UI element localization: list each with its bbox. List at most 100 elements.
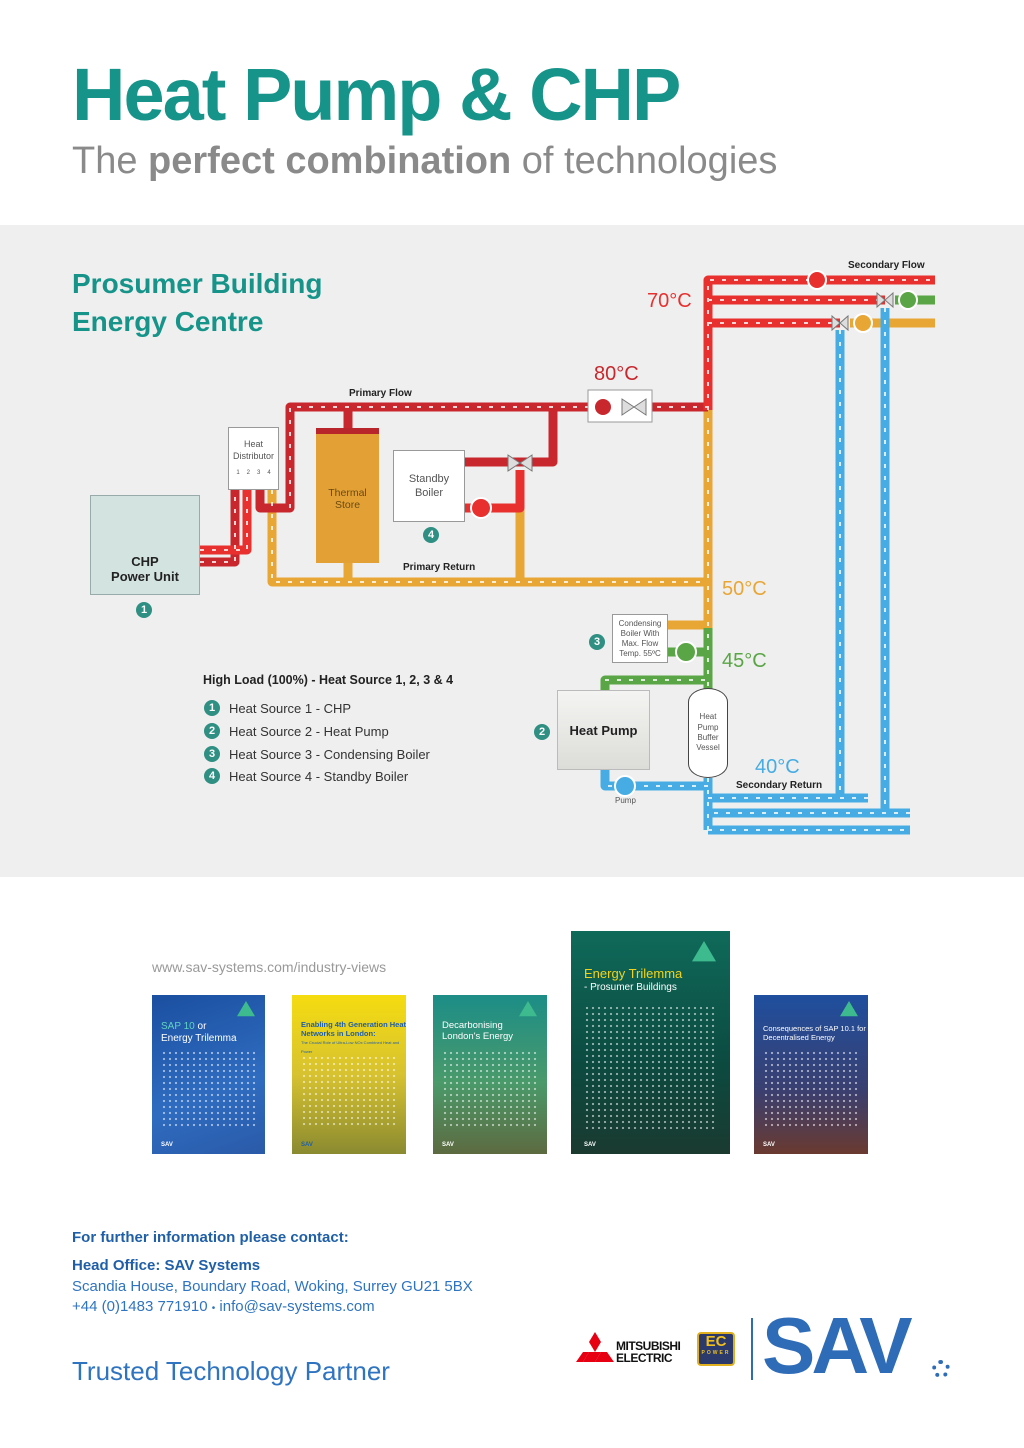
sav-logo: SAV (762, 1301, 913, 1390)
pump-icon (593, 397, 613, 417)
secondary-return-label: Secondary Return (736, 780, 823, 791)
subtitle-post: of technologies (511, 140, 778, 182)
badge-1: 1 (136, 602, 152, 618)
cover-title: or (194, 1021, 207, 1032)
primary-flow-label: Primary Flow (349, 388, 412, 399)
ec-text: EC (705, 1333, 727, 1350)
legend-label: Heat Source 3 - Condensing Boiler (229, 746, 430, 762)
thermal-label-2: Store (334, 498, 361, 511)
legend-label: Heat Source 2 - Heat Pump (229, 723, 389, 739)
publication-cover-energy-trilemma[interactable]: Energy Trilemma- Prosumer Buildings SAV (571, 931, 730, 1154)
legend-badge: 1 (204, 700, 220, 716)
chp-unit: CHP Power Unit (90, 495, 200, 595)
legend-label: Heat Source 4 - Standby Boiler (229, 768, 409, 784)
phone[interactable]: +44 (0)1483 771910 (72, 1298, 208, 1315)
secondary-flow-pipes (200, 275, 935, 555)
port: 3 (257, 470, 261, 477)
email-link[interactable]: info@sav-systems.com (219, 1298, 375, 1315)
legend-badge: 2 (204, 723, 220, 739)
buffer-label: Vessel (696, 743, 720, 753)
publication-cover-heat-networks[interactable]: Enabling 4th Generation Heat Networks in… (292, 995, 406, 1154)
cover-brand: SAV (442, 1142, 454, 1148)
publication-cover-sap101[interactable]: Consequences of SAP 10.1 for Decentralis… (754, 995, 868, 1154)
legend-title: High Load (100%) - Heat Source 1, 2, 3 &… (203, 673, 454, 687)
separator: • (211, 1303, 216, 1314)
condensing-label: Condensing (618, 618, 662, 628)
heat-pump-label: Heat Pump (569, 722, 638, 738)
pump-icon (675, 641, 697, 663)
cover-brand: SAV (301, 1142, 313, 1148)
mitsubishi-logo-icon (576, 1332, 614, 1362)
cover-dots (301, 1055, 397, 1129)
pipe-diagram (200, 270, 935, 835)
subtitle-pre: The (72, 140, 149, 182)
thermal-store: Thermal Store (316, 428, 379, 563)
cover-dots (161, 1050, 256, 1129)
standby-boiler: Standby Boiler (393, 450, 465, 522)
distributor-label-2: Distributor (232, 450, 274, 461)
cover-dots (442, 1050, 538, 1129)
cover-title: Enabling 4th Generation Heat Networks in… (301, 1020, 406, 1038)
pump-icon (614, 775, 636, 797)
publication-logo-icon (692, 941, 716, 962)
condensing-label: Boiler With (620, 628, 660, 638)
mitsubishi-text: ELECTRIC (616, 1351, 673, 1365)
temp-80: 80°C (594, 363, 639, 385)
sav-swirl-icon (932, 1360, 950, 1378)
contact-line: +44 (0)1483 771910 • info@sav-systems.co… (72, 1298, 375, 1315)
pump-icon (853, 313, 873, 333)
buffer-vessel: Heat Pump Buffer Vessel (688, 688, 728, 778)
cover-dots (763, 1050, 859, 1129)
cover-subtitle: - Prosumer Buildings (584, 981, 677, 993)
temp-45: 45°C (722, 650, 767, 672)
diagram-heading-2: Energy Centre (72, 306, 264, 337)
legend-badge: 3 (204, 746, 220, 762)
condensing-boiler: Condensing Boiler With Max. Flow Temp. 5… (612, 614, 668, 663)
temp-70: 70°C (647, 290, 692, 312)
temp-40: 40°C (755, 756, 800, 778)
thermal-label-1: Thermal (328, 486, 367, 499)
pump-label: Pump (615, 796, 636, 805)
cover-title: Energy Trilemma (584, 966, 683, 981)
pump-icon (807, 270, 827, 290)
legend-label: Heat Source 1 - CHP (229, 700, 352, 716)
subtitle-bold: perfect combination (148, 140, 512, 182)
legend-badge: 4 (204, 768, 220, 784)
legend-item: 1 Heat Source 1 - CHP (204, 700, 351, 716)
pump-icon (898, 290, 918, 310)
page-subtitle: The perfect combination of technologies (72, 140, 777, 183)
badge-2: 2 (534, 724, 550, 740)
badge-4: 4 (423, 527, 439, 543)
port: 2 (246, 470, 250, 477)
port: 1 (236, 470, 240, 477)
standby-label-1: Standby (408, 472, 450, 485)
address: Scandia House, Boundary Road, Woking, Su… (72, 1278, 473, 1295)
cover-dots (584, 1005, 717, 1129)
ec-sub-text: POWER (701, 1349, 731, 1356)
buffer-label: Pump (697, 722, 719, 732)
secondary-flow-label: Secondary Flow (848, 260, 925, 271)
head-office: Head Office: SAV Systems (72, 1257, 261, 1274)
cover-brand: SAV (161, 1142, 173, 1148)
cover-title: Consequences of SAP 10.1 for Decentralis… (763, 1024, 866, 1042)
cover-brand: SAV (584, 1142, 596, 1148)
heat-pump-unit: Heat Pump (557, 690, 650, 770)
valve-icon (507, 454, 533, 472)
publications-url[interactable]: www.sav-systems.com/industry-views (152, 959, 387, 975)
standby-label-2: Boiler (414, 487, 444, 499)
logo-divider (751, 1318, 753, 1380)
publication-cover-decarbonising[interactable]: Decarbonising London's Energy SAV (433, 995, 547, 1154)
badge-3: 3 (589, 634, 605, 650)
publication-logo-icon (840, 1001, 858, 1017)
buffer-label: Buffer (697, 733, 719, 742)
valve-icon (621, 398, 647, 416)
mitsubishi-text: MITSUBISHI (616, 1339, 681, 1353)
cover-brand: SAV (763, 1142, 775, 1148)
port: 4 (267, 470, 271, 477)
condensing-label: Temp. 55ºC (619, 648, 661, 658)
